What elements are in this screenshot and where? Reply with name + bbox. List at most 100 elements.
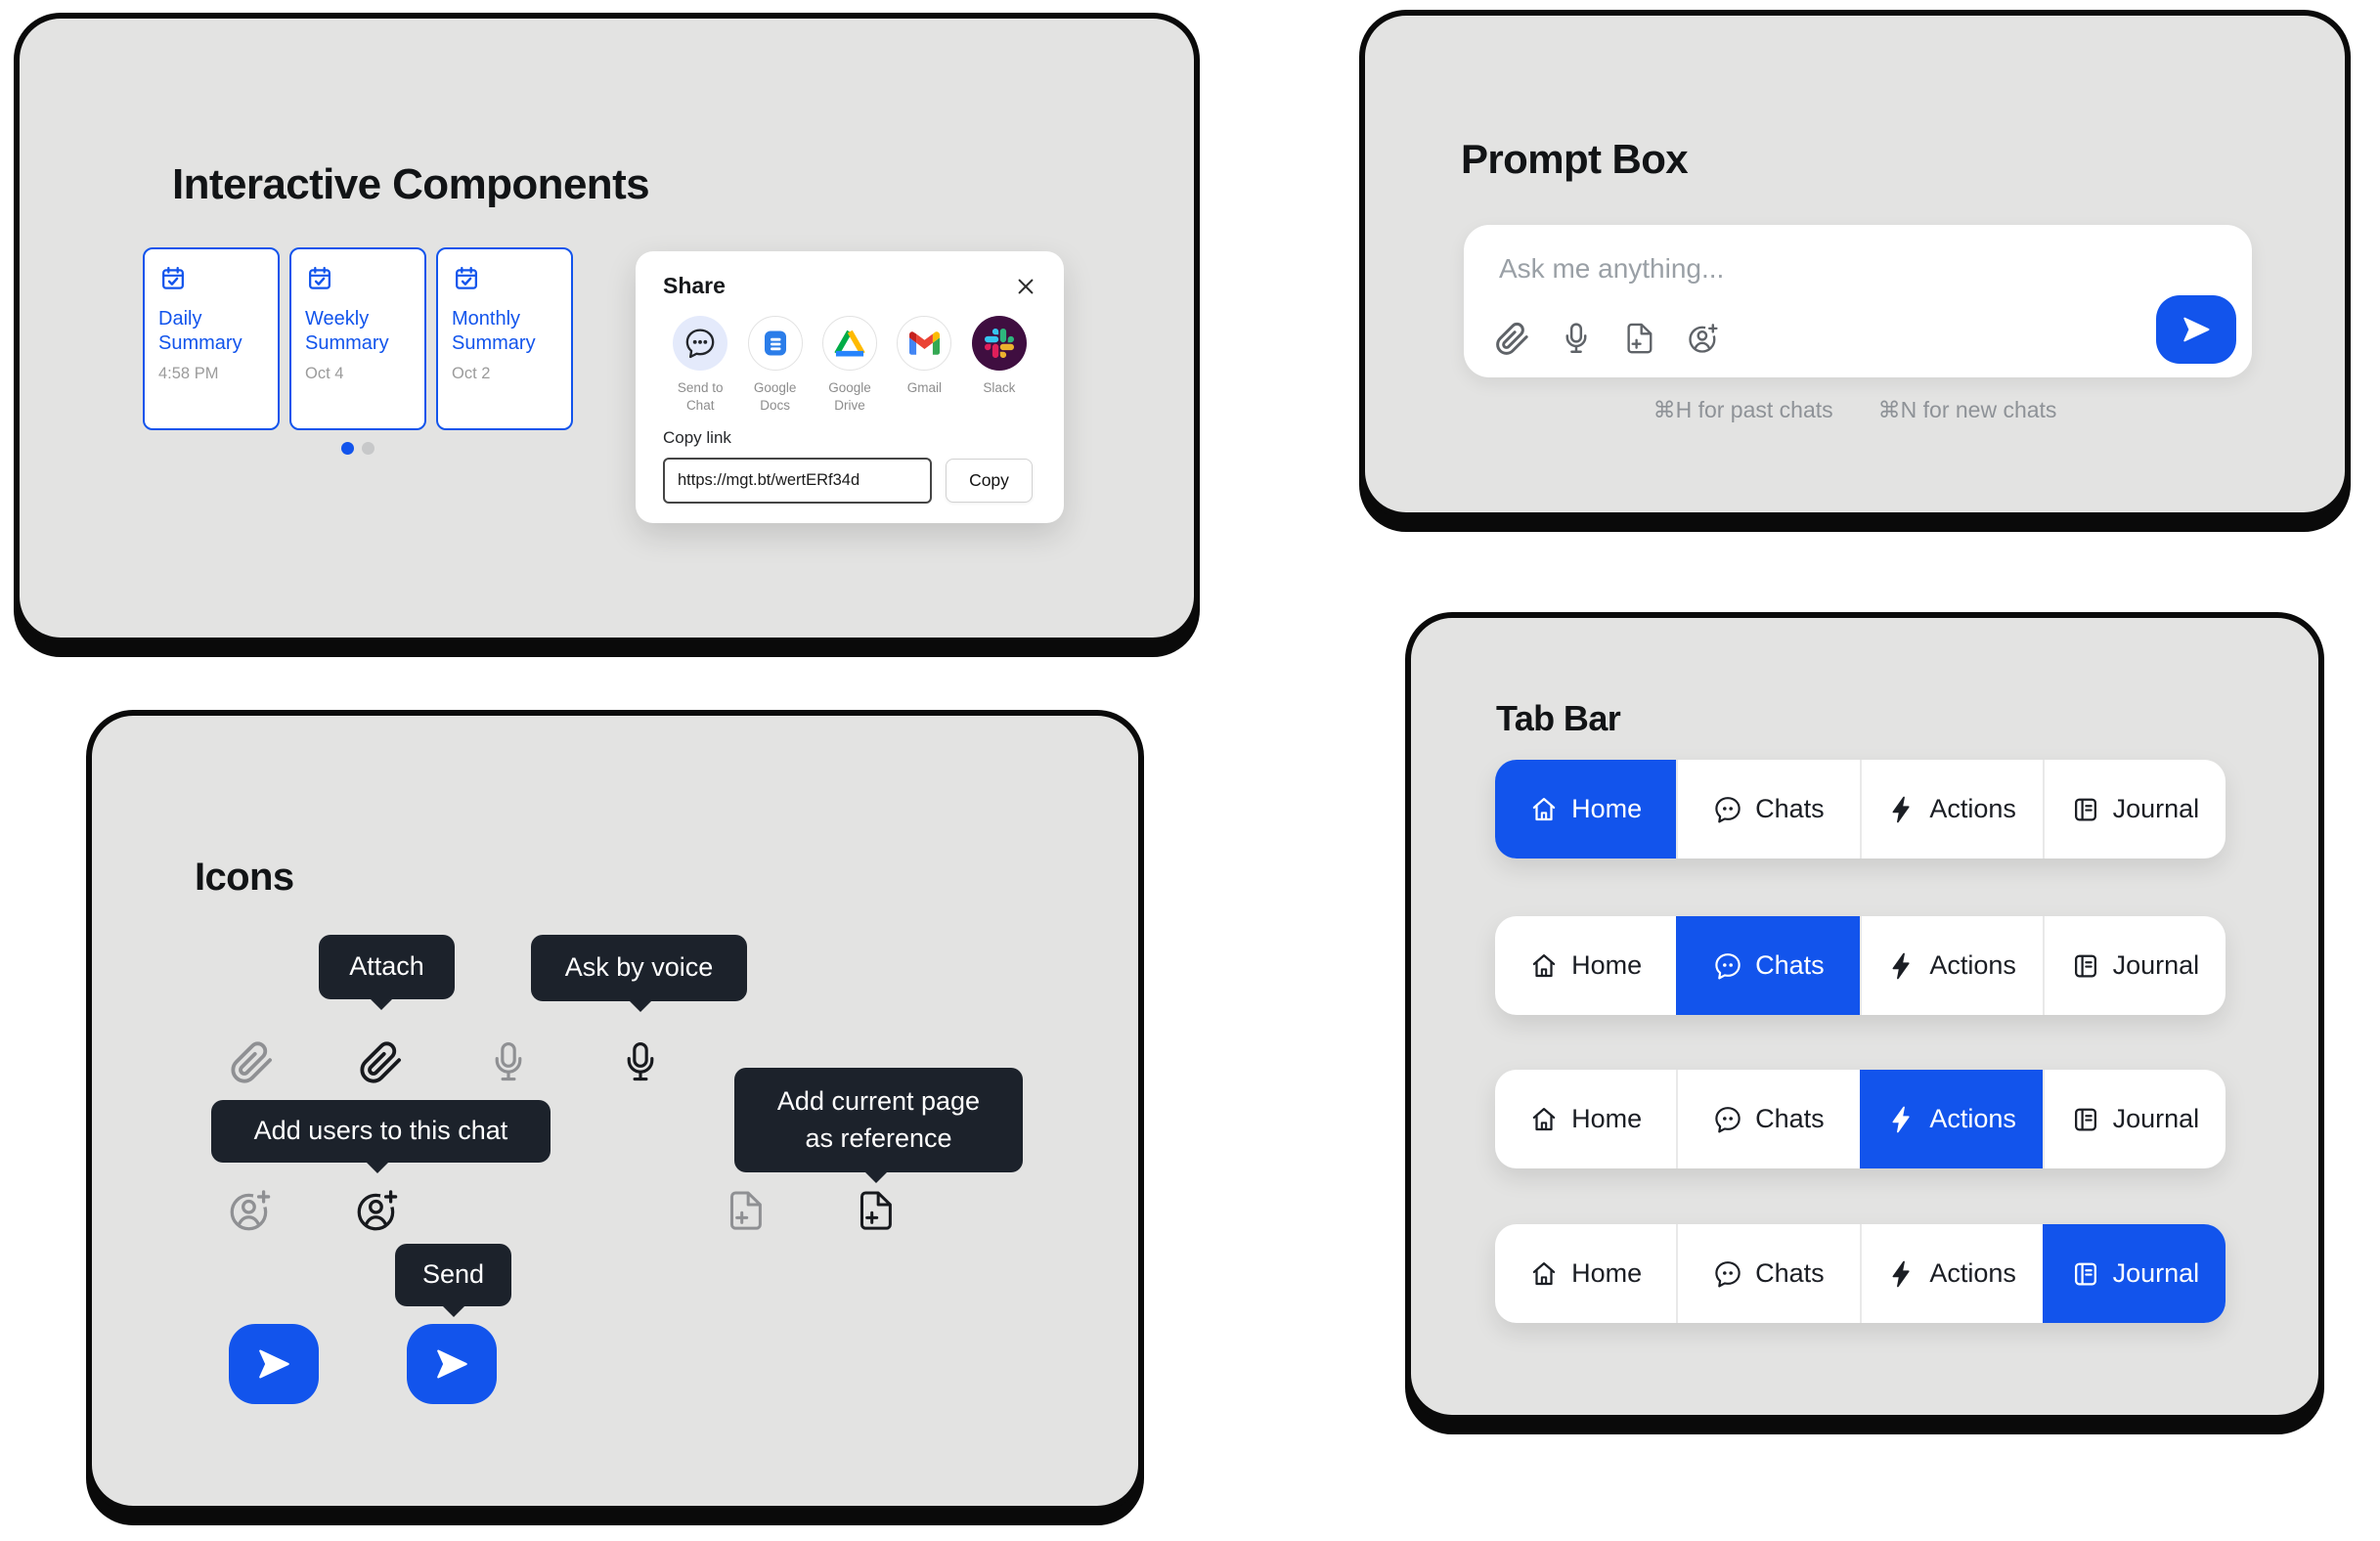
lightning-icon xyxy=(1887,1259,1917,1289)
monthly-summary-card[interactable]: Monthly Summary Oct 2 xyxy=(436,247,573,430)
home-icon xyxy=(1529,951,1559,981)
tab-actions[interactable]: Actions xyxy=(1859,760,2043,859)
mic-icon xyxy=(486,1039,531,1084)
mic-icon xyxy=(618,1039,663,1084)
share-dialog: Share Send to Chat Google Docs Google Dr… xyxy=(636,251,1064,523)
home-icon xyxy=(1529,1105,1559,1134)
send-button[interactable] xyxy=(2156,295,2236,364)
chat-bubble-icon xyxy=(1713,1259,1742,1289)
share-target-google-docs[interactable]: Google Docs xyxy=(737,316,812,415)
tab-chats[interactable]: Chats xyxy=(1676,1224,1859,1323)
card-title: Monthly Summary xyxy=(452,308,536,354)
tab-home[interactable]: Home xyxy=(1495,916,1676,1015)
journal-icon xyxy=(2071,795,2100,824)
calendar-check-icon xyxy=(158,264,188,293)
chat-bubble-icon xyxy=(1713,795,1742,824)
chat-bubble-icon xyxy=(1713,951,1742,981)
add-page-icon[interactable] xyxy=(1622,321,1657,356)
tab-actions[interactable]: Actions xyxy=(1859,1070,2043,1168)
tab-chats[interactable]: Chats xyxy=(1676,916,1860,1015)
chat-bubble-icon xyxy=(683,327,717,360)
add-page-tooltip: Add current page as reference xyxy=(734,1068,1023,1183)
tab-home[interactable]: Home xyxy=(1495,1070,1676,1168)
send-button xyxy=(407,1324,497,1404)
share-target-label: Google Drive xyxy=(828,380,871,414)
share-target-label: Google Docs xyxy=(753,380,797,414)
prompt-box xyxy=(1464,225,2252,377)
tooltip-caret xyxy=(865,1172,887,1183)
prompt-box-panel: Prompt Box ⌘H for past chats ⌘N for new … xyxy=(1359,10,2351,518)
daily-summary-card[interactable]: Daily Summary 4:58 PM xyxy=(143,247,280,430)
send-tooltip: Send xyxy=(395,1244,511,1317)
google-docs-icon xyxy=(760,328,791,359)
tab-chats[interactable]: Chats xyxy=(1676,1070,1859,1168)
lightning-icon xyxy=(1887,1105,1917,1134)
past-chats-hint: ⌘H for past chats xyxy=(1653,397,1833,422)
card-subtitle: Oct 4 xyxy=(305,365,344,382)
attach-icon[interactable] xyxy=(1495,321,1530,356)
weekly-summary-card[interactable]: Weekly Summary Oct 4 xyxy=(289,247,426,430)
card-title: Daily Summary xyxy=(158,308,242,354)
tab-home[interactable]: Home xyxy=(1495,1224,1676,1323)
add-users-tooltip: Add users to this chat xyxy=(211,1100,551,1173)
panel-title: Icons xyxy=(195,856,294,900)
send-icon xyxy=(431,1343,472,1385)
tooltip-caret xyxy=(367,1163,388,1173)
add-page-icon xyxy=(854,1188,899,1233)
journal-icon xyxy=(2071,1259,2100,1289)
share-target-label: Gmail xyxy=(906,380,943,395)
send-button xyxy=(229,1324,319,1404)
tab-bar-journal-active: Home Chats Actions Journal xyxy=(1495,1224,2226,1323)
tab-journal[interactable]: Journal xyxy=(2042,760,2226,859)
carousel-dots xyxy=(143,442,573,455)
share-target-slack[interactable]: Slack xyxy=(962,316,1036,415)
share-dialog-title: Share xyxy=(663,273,726,298)
lightning-icon xyxy=(1887,951,1917,981)
home-icon xyxy=(1529,1259,1559,1289)
share-target-label: Slack xyxy=(983,380,1016,395)
panel-title: Prompt Box xyxy=(1461,135,1689,182)
carousel-dot[interactable] xyxy=(362,442,375,455)
tab-actions[interactable]: Actions xyxy=(1859,1224,2043,1323)
keyboard-hints: ⌘H for past chats ⌘N for new chats xyxy=(1365,397,2345,423)
tab-home[interactable]: Home xyxy=(1495,760,1677,859)
tooltip-caret xyxy=(630,1001,651,1012)
add-page-icon xyxy=(724,1188,769,1233)
send-icon xyxy=(2179,312,2214,347)
prompt-input[interactable] xyxy=(1497,246,2049,291)
tab-bar-actions-active: Home Chats Actions Journal xyxy=(1495,1070,2226,1168)
close-icon[interactable] xyxy=(1015,276,1036,297)
tooltip-caret xyxy=(443,1306,464,1317)
panel-title: Tab Bar xyxy=(1496,697,1621,738)
tab-journal[interactable]: Journal xyxy=(2042,1070,2226,1168)
share-link-input[interactable] xyxy=(663,458,932,505)
chat-bubble-icon xyxy=(1713,1105,1742,1134)
card-title: Weekly Summary xyxy=(305,308,389,354)
copy-button[interactable]: Copy xyxy=(946,459,1033,504)
tab-actions[interactable]: Actions xyxy=(1859,916,2043,1015)
add-user-icon[interactable] xyxy=(1686,321,1721,356)
share-target-google-drive[interactable]: Google Drive xyxy=(813,316,887,415)
panel-title: Interactive Components xyxy=(172,159,650,208)
tab-chats[interactable]: Chats xyxy=(1676,760,1859,859)
share-target-send-to-chat[interactable]: Send to Chat xyxy=(663,316,737,415)
tab-journal[interactable]: Journal xyxy=(2042,1224,2226,1323)
copy-link-label: Copy link xyxy=(663,428,731,448)
slack-icon xyxy=(985,329,1014,358)
calendar-check-icon xyxy=(452,264,481,293)
calendar-check-icon xyxy=(305,264,334,293)
send-icon xyxy=(253,1343,294,1385)
google-drive-icon xyxy=(832,328,867,359)
tooltip-caret xyxy=(371,999,392,1010)
ask-by-voice-tooltip: Ask by voice xyxy=(531,935,747,1012)
lightning-icon xyxy=(1887,795,1917,824)
card-subtitle: Oct 2 xyxy=(452,365,491,382)
new-chats-hint: ⌘N for new chats xyxy=(1877,397,2057,422)
share-target-gmail[interactable]: Gmail xyxy=(887,316,961,415)
card-subtitle: 4:58 PM xyxy=(158,365,219,382)
carousel-dot-active[interactable] xyxy=(341,442,354,455)
mic-icon[interactable] xyxy=(1559,321,1594,356)
gmail-icon xyxy=(909,331,940,355)
home-icon xyxy=(1529,795,1559,824)
tab-journal[interactable]: Journal xyxy=(2042,916,2226,1015)
